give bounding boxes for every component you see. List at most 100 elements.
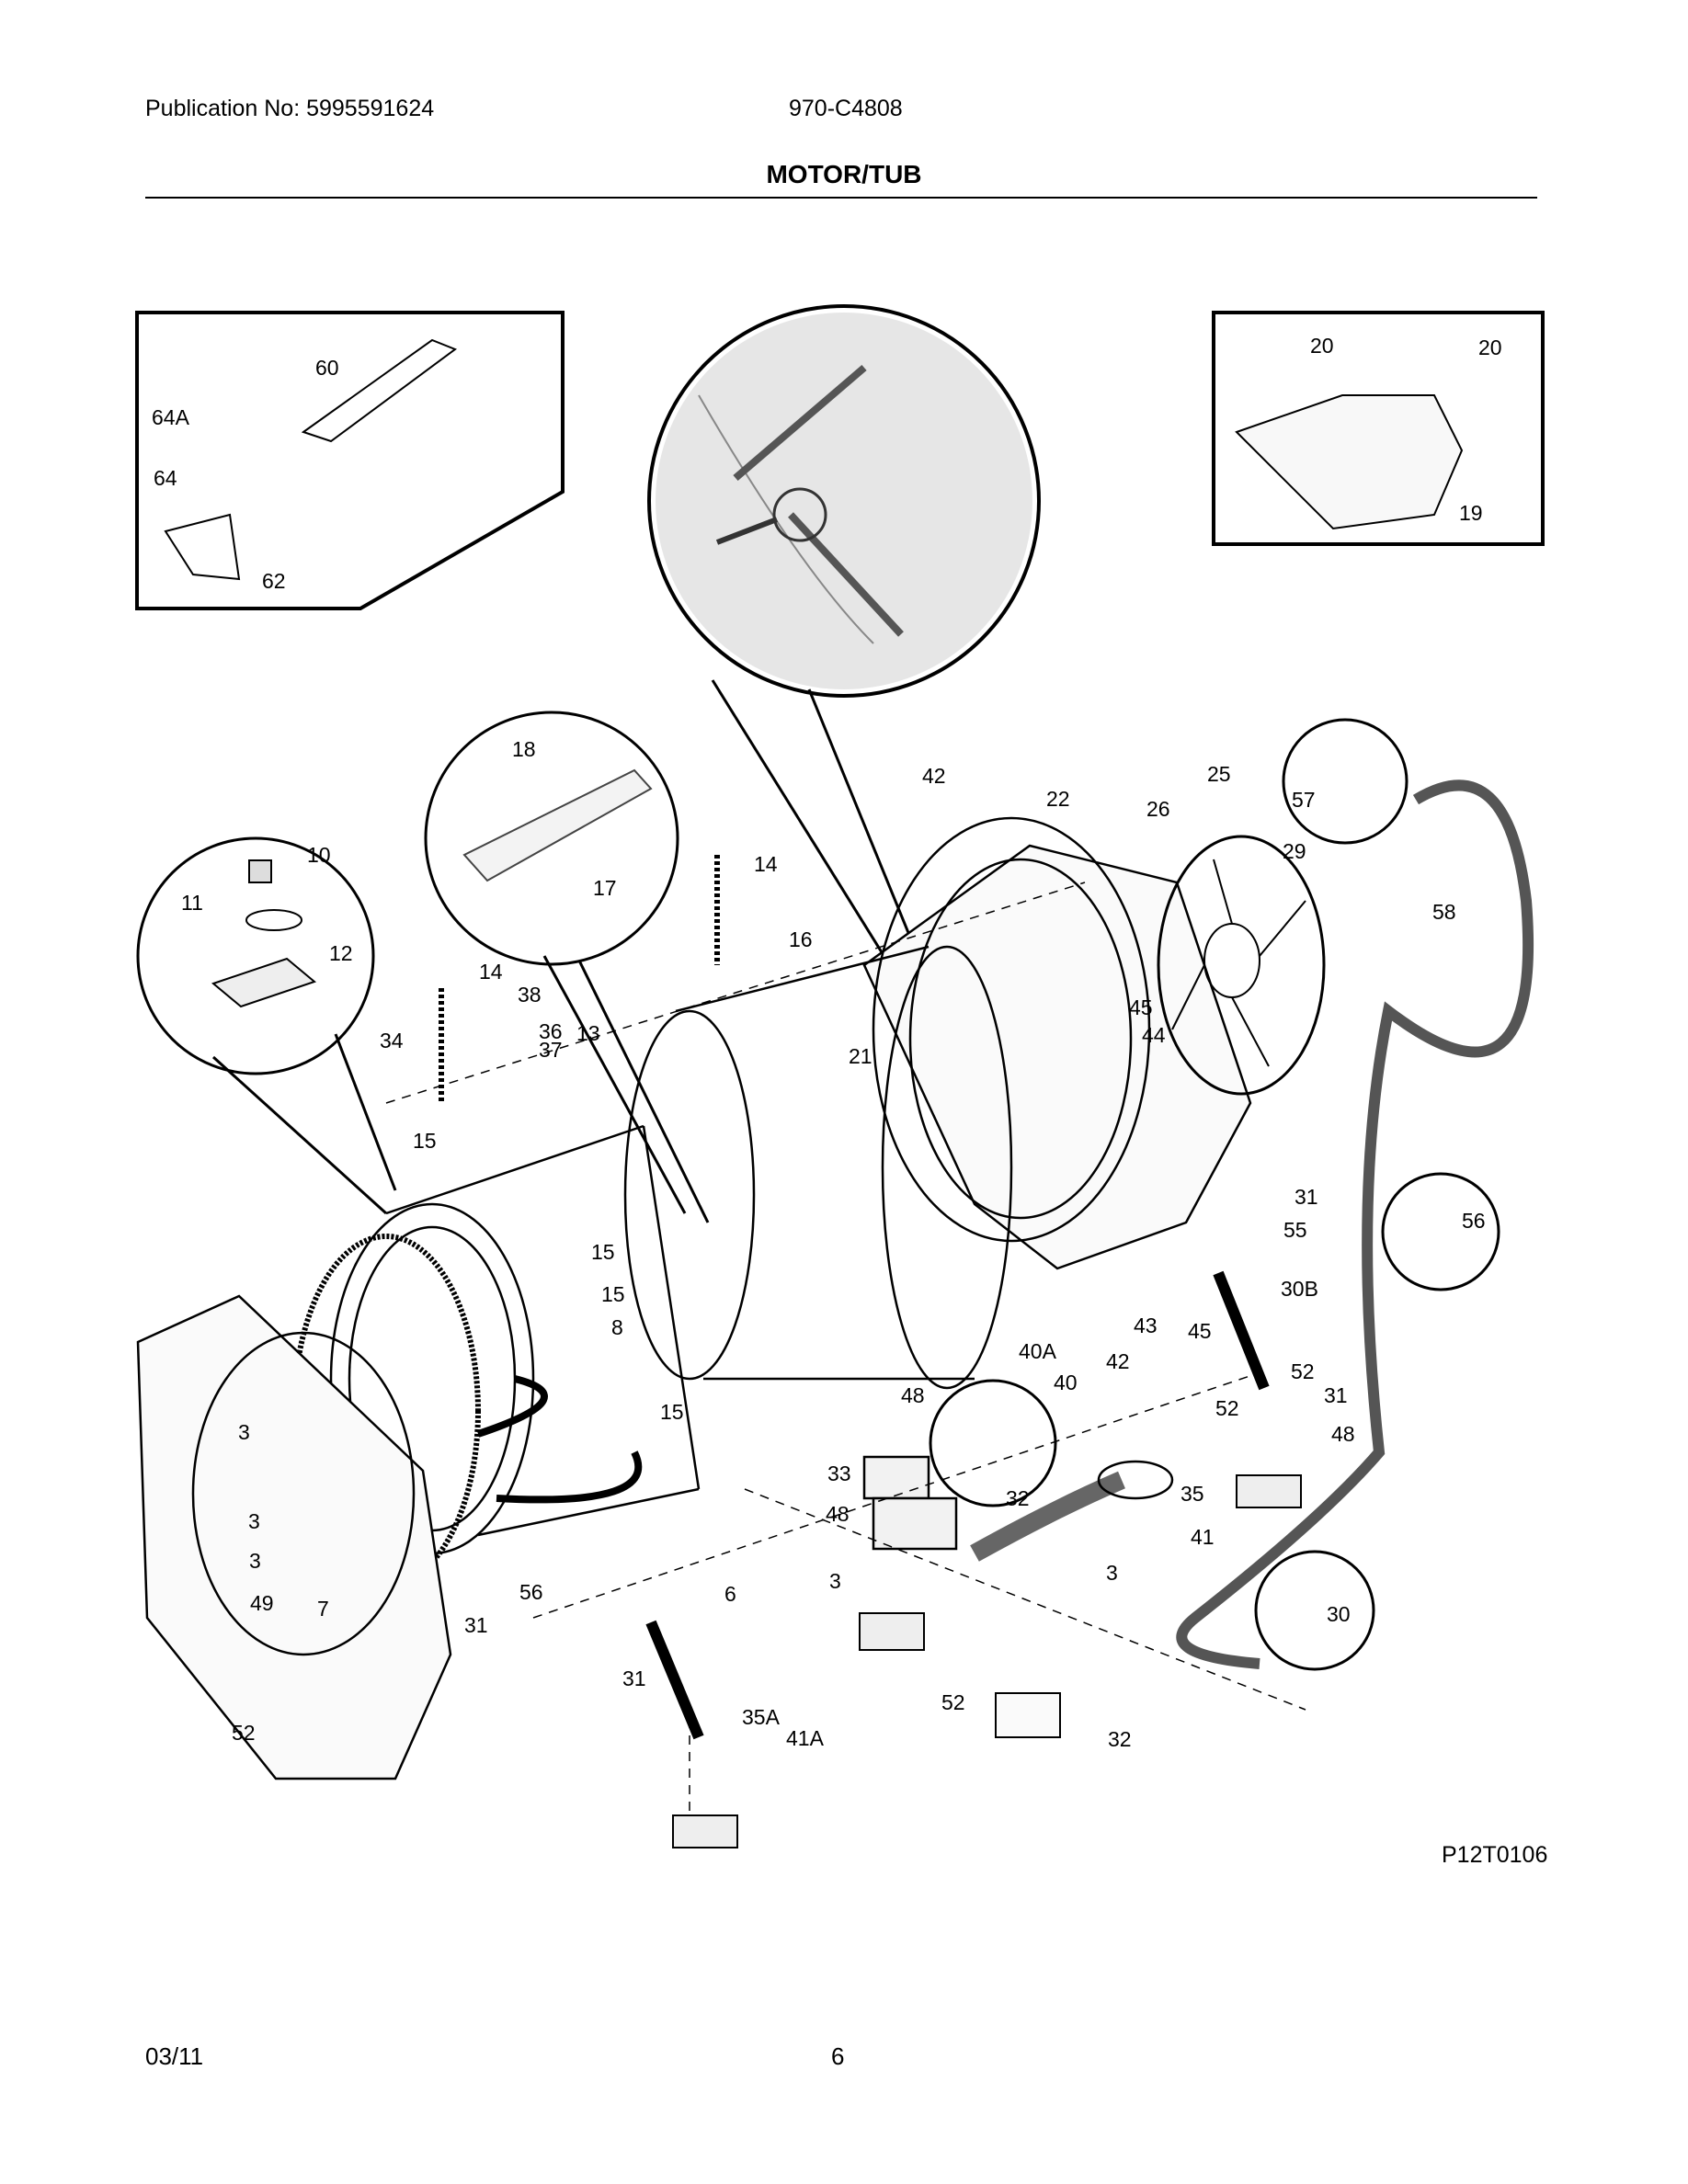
callout-3: 3 [829,1569,841,1593]
publication-number: Publication No: 5995591624 [145,96,435,121]
callout-10: 10 [307,843,331,867]
filter-detail-circle [929,1379,1057,1507]
block-41A [995,1692,1061,1738]
callout-44: 44 [1142,1023,1166,1047]
callout-11: 11 [181,891,203,915]
callout-3: 3 [238,1420,250,1444]
clip-detail-circle-56-right [1381,1172,1500,1291]
callout-56: 56 [519,1580,543,1604]
callout-31: 31 [622,1666,646,1690]
callout-48: 48 [826,1502,850,1526]
callout-64: 64 [154,466,177,490]
pad-35A [859,1612,925,1651]
callout-18: 18 [512,737,536,761]
callout-43: 43 [1134,1314,1158,1337]
callout-3: 3 [248,1509,260,1533]
footer-date: 03/11 [145,2042,204,2070]
callout-20: 20 [1478,336,1502,359]
callout-42: 42 [922,764,946,788]
callout-33: 33 [827,1462,851,1485]
clip-detail-circle-56-lower [1254,1550,1375,1671]
callout-34: 34 [380,1029,404,1052]
callout-45: 45 [1129,995,1153,1019]
model-number: 970-C4808 [789,96,903,121]
callout-36: 36 [539,1019,563,1043]
callout-12: 12 [329,941,353,965]
callout-56: 56 [1462,1209,1486,1233]
callout-30b: 30B [1281,1277,1318,1301]
rotation-arrow-upper [476,1375,548,1438]
callout-22: 22 [1046,787,1070,811]
diagram-reference-code: P12T0106 [1442,1842,1548,1868]
callout-3: 3 [249,1549,261,1573]
loop-60 [301,338,458,443]
inset-box-right [1212,311,1545,546]
sensor-detail-circle [424,711,710,1223]
motor-19 [1235,394,1464,530]
pulley-25 [1157,835,1326,1096]
callout-55: 55 [1283,1218,1307,1242]
spider-detail-circle [647,304,1041,1040]
callout-62: 62 [262,569,286,593]
drain-pump-assembly [862,1455,1174,1562]
callout-15: 15 [660,1400,684,1424]
callout-14: 14 [754,852,778,876]
callout-40a: 40A [1019,1339,1057,1363]
callout-29: 29 [1283,839,1306,863]
callout-8: 8 [611,1315,623,1339]
fastener-detail-circle [136,836,397,1215]
callout-3: 3 [1106,1561,1118,1585]
callout-57: 57 [1292,788,1316,812]
callout-38: 38 [518,983,542,1007]
callout-15: 15 [591,1240,615,1264]
drum-21 [623,945,1013,1390]
callout-32: 32 [1108,1727,1132,1751]
callout-60: 60 [315,356,339,380]
clip-detail-circle-57 [1282,718,1409,845]
callout-7: 7 [317,1597,329,1621]
callout-15: 15 [601,1282,625,1306]
callout-20: 20 [1310,334,1334,358]
callout-42: 42 [1106,1349,1130,1373]
tub-rear [862,816,1252,1270]
callout-6: 6 [724,1582,736,1606]
callout-32: 32 [1006,1486,1030,1510]
callout-41: 41 [1191,1525,1215,1549]
callout-16: 16 [789,927,813,951]
rotation-arrow-lower [496,1450,643,1504]
callout-58: 58 [1432,900,1456,924]
callout-48: 48 [901,1383,925,1407]
callout-17: 17 [593,876,617,900]
shock-absorber-30B [1213,1270,1270,1391]
front-panel-6 [136,1294,452,1780]
bracket-62 [164,513,241,581]
callout-48: 48 [1331,1422,1355,1446]
callout-31: 31 [464,1613,488,1637]
callout-52: 52 [1215,1396,1239,1420]
callout-31: 31 [1324,1383,1348,1407]
callout-40: 40 [1054,1371,1078,1394]
callout-35: 35 [1180,1482,1204,1506]
inset-box-left [135,311,565,610]
callout-14: 14 [479,960,503,984]
callout-25: 25 [1207,762,1231,786]
callout-41a: 41A [786,1726,825,1750]
callout-52: 52 [1291,1359,1315,1383]
callout-26: 26 [1146,797,1170,821]
hose-55 [1176,779,1534,1669]
callout-31: 31 [1295,1185,1318,1209]
callout-30: 30 [1327,1602,1351,1626]
callout-52: 52 [941,1690,965,1714]
mount-32-lower [672,1814,738,1848]
callout-45: 45 [1188,1319,1212,1343]
mount-32-right [1236,1474,1302,1508]
callout-49: 49 [250,1591,274,1615]
callout-15: 15 [413,1129,437,1153]
callout-13: 13 [576,1021,600,1045]
page-title: MOTOR/TUB [766,160,922,188]
header-divider [145,197,1537,199]
callout-21: 21 [849,1044,873,1068]
callout-19: 19 [1459,501,1483,525]
